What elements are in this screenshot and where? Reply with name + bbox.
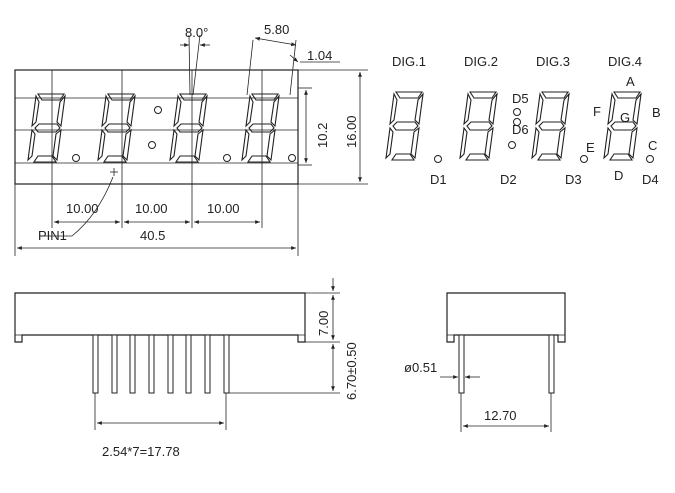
front-digit-4 [241,93,280,163]
d3-label: D3 [565,172,582,187]
segment-pitch-dimension: 5.80 [264,22,289,37]
body-width-dimension: 40.5 [140,228,165,243]
segment-c-label: C [648,138,657,153]
seg-digit-4 [603,91,642,161]
pitch-dimension-2: 10.00 [135,201,168,216]
digit-height-dimension: 10.2 [315,123,330,148]
side-view: 7.00 6.70±0.50 2.54*7=17.78 [14,278,359,459]
d5-label: D5 [512,91,529,106]
pin-pitch-dimension: 2.54*7=17.78 [102,444,180,459]
end-view: ø0.51 12.70 [404,292,566,432]
front-digit-2 [97,93,136,163]
display-body-outline [14,69,299,185]
segment-g-label: G [620,110,630,125]
segment-a-label: A [626,74,635,89]
segment-f-label: F [593,104,601,119]
seg-digit-2 [459,91,498,161]
front-digit-1 [27,93,66,163]
d2-label: D2 [500,172,517,187]
segment-diagram: DIG.1 DIG.2 DIG.3 DIG.4 D1 D2 D3 D4 D5 D… [385,54,661,187]
dig1-label: DIG.1 [392,54,426,69]
row-spacing-dimension: 12.70 [484,408,517,423]
dig3-label: DIG.3 [536,54,570,69]
seg-digit-1 [385,91,424,161]
segment-b-label: B [652,105,661,120]
d4-label: D4 [642,172,659,187]
angle-dimension: 8.0° [185,25,208,40]
front-view: 8.0° 5.80 1.04 10.2 16.00 10.00 10.00 10… [14,22,368,256]
body-depth-dimension: 7.00 [316,311,331,336]
dig4-label: DIG.4 [608,54,642,69]
segment-d-label: D [614,168,623,183]
dig2-label: DIG.2 [464,54,498,69]
segment-width-dimension: 1.04 [307,48,332,63]
body-height-dimension: 16.00 [344,115,359,148]
pitch-dimension-3: 10.00 [207,201,240,216]
d6-label: D6 [512,122,529,137]
pin-diameter-dimension: ø0.51 [404,360,437,375]
pitch-dimension-1: 10.00 [66,201,99,216]
pin-length-dimension: 6.70±0.50 [344,342,359,400]
d1-label: D1 [430,172,447,187]
seg-digit-3 [531,91,570,161]
front-digit-3 [169,93,208,163]
pin1-label: PIN1 [38,228,67,243]
segment-e-label: E [586,140,595,155]
